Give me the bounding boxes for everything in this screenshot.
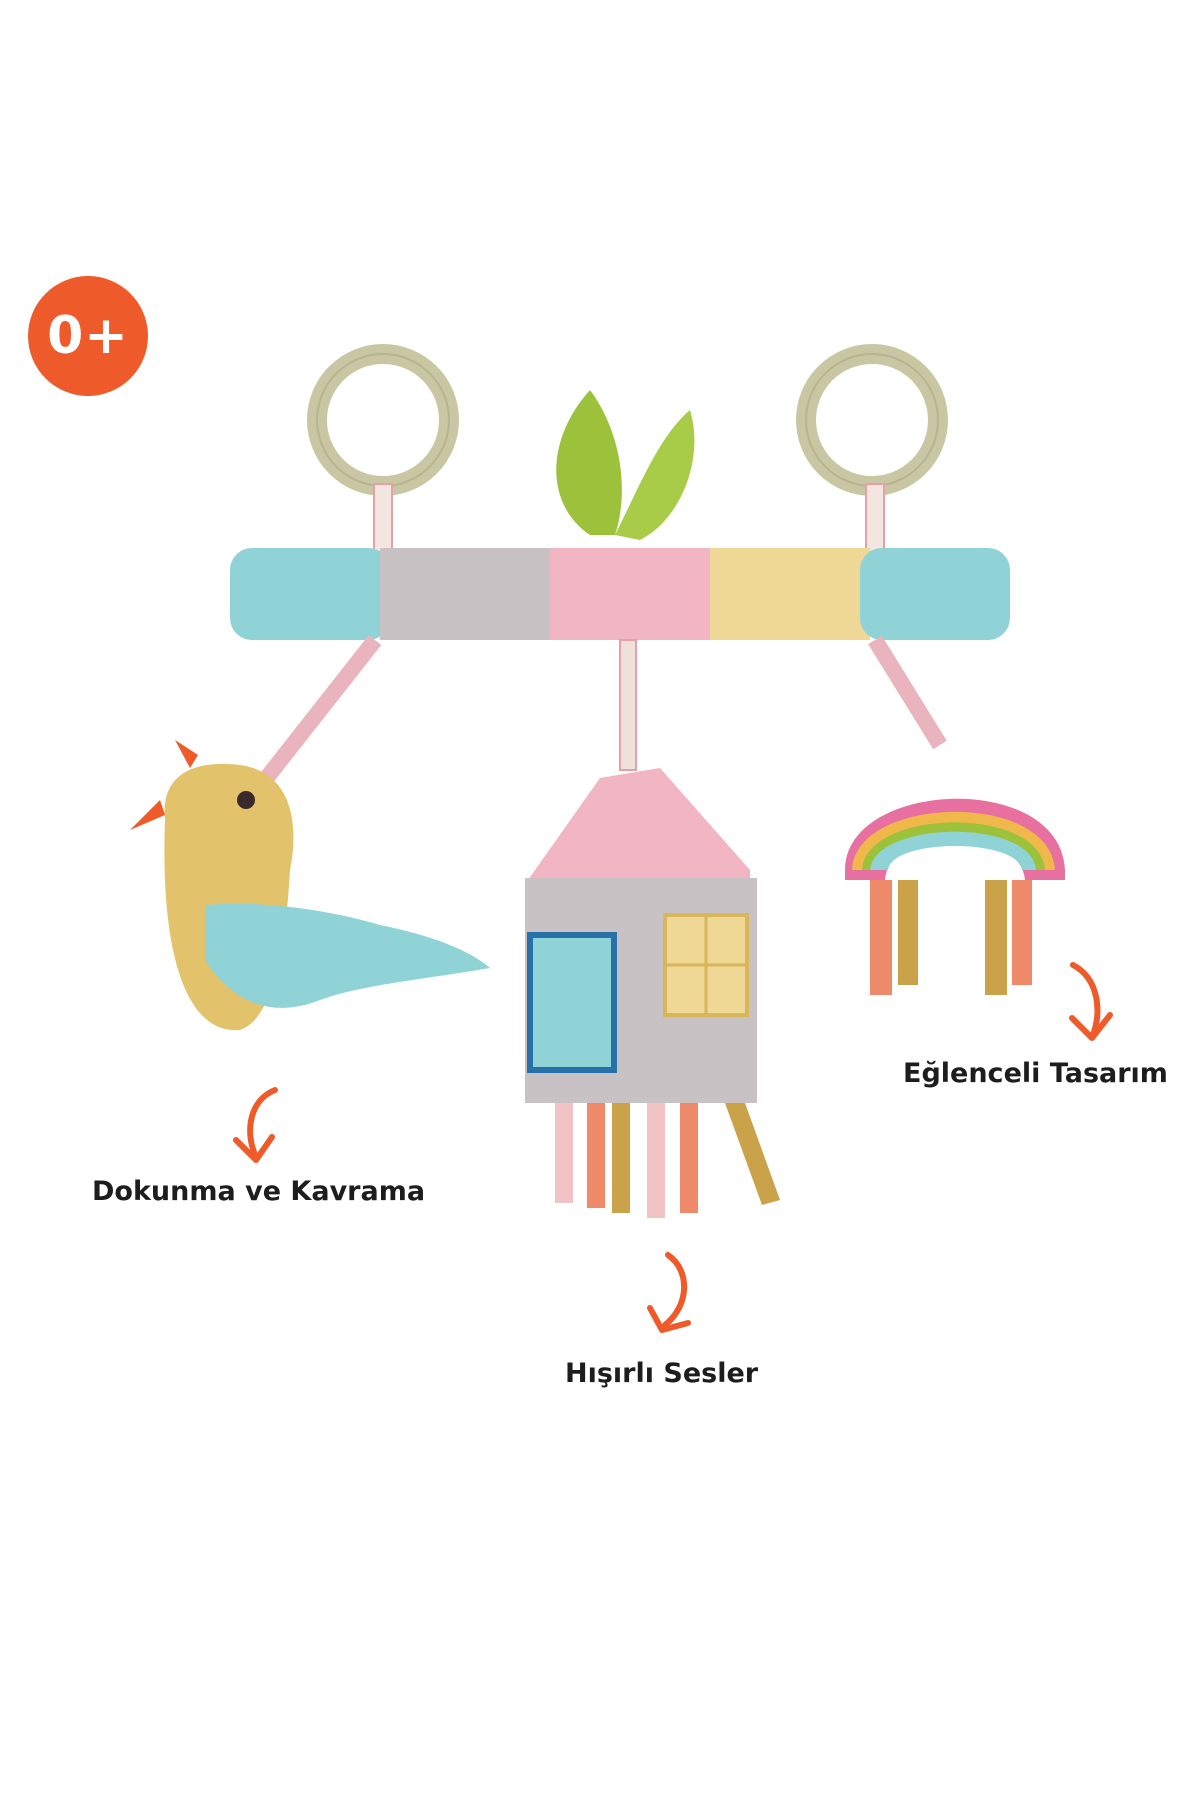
arrow-touch-icon [233, 1087, 278, 1163]
leaf-icon [556, 390, 695, 540]
arrow-design-icon [1069, 962, 1113, 1041]
rainbow-icon [845, 798, 1065, 995]
arrow-sound-icon [647, 1252, 691, 1333]
left-top-ribbon [373, 483, 393, 553]
house-icon [525, 768, 780, 1218]
right-ring-icon [796, 344, 948, 496]
age-badge: 0+ [28, 276, 148, 396]
bird-ribbon [258, 635, 382, 785]
rainbow-ribbon [868, 635, 947, 750]
house-ribbon [619, 639, 637, 771]
label-design: Eğlenceli Tasarım [903, 1058, 1168, 1089]
label-sound: Hışırlı Sesler [565, 1358, 759, 1389]
left-ring-icon [307, 344, 459, 496]
plush-bar [230, 548, 1010, 640]
right-top-ribbon [865, 483, 885, 553]
age-badge-text: 0+ [47, 306, 129, 366]
bird-icon [130, 740, 490, 1031]
label-touch: Dokunma ve Kavrama [92, 1176, 426, 1207]
